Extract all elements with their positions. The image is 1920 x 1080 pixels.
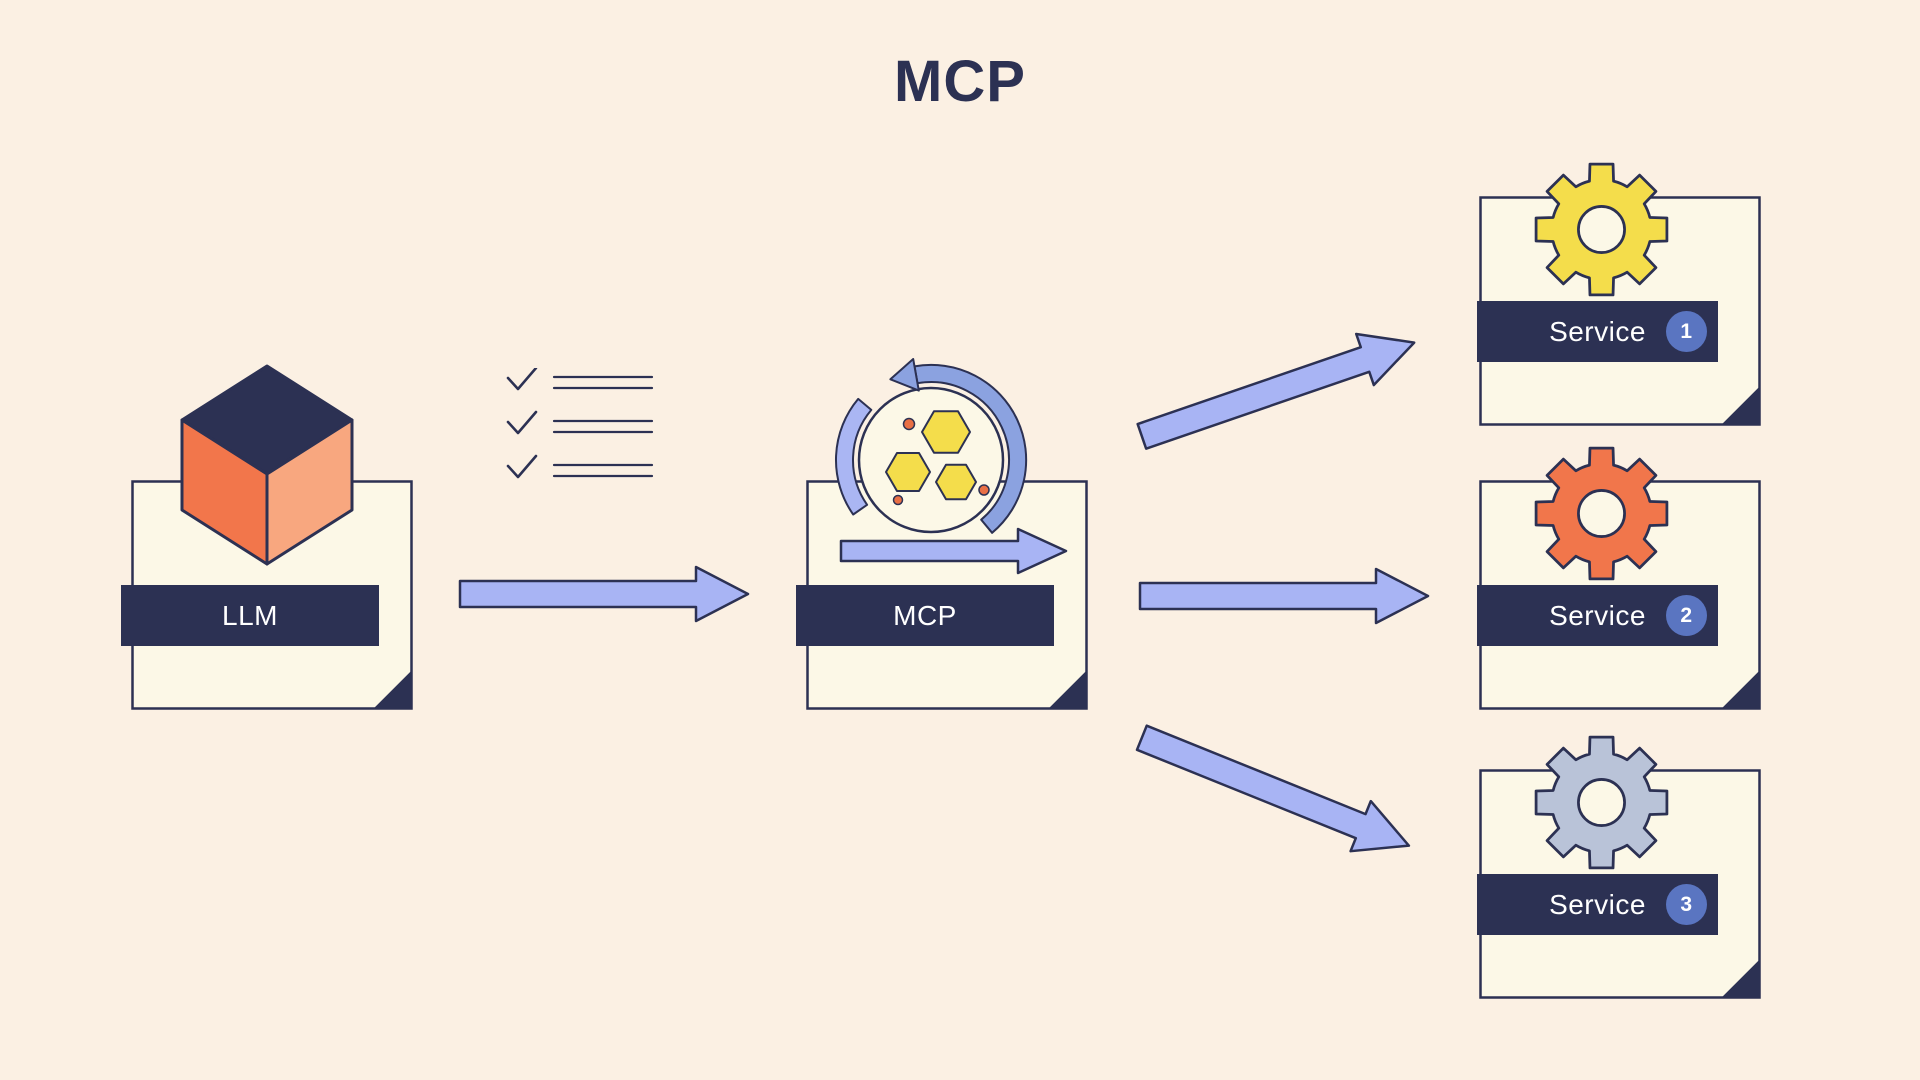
arrow-mcp-to-service-1 <box>1136 332 1416 450</box>
service-3-label: Service <box>1549 888 1646 920</box>
cycle-circle <box>857 386 1005 534</box>
service-3-badge: 3 <box>1666 884 1707 925</box>
service-3-banner: Service 3 <box>1477 874 1718 935</box>
service-2-badge: 2 <box>1666 595 1707 636</box>
mcp-banner: MCP <box>796 585 1054 646</box>
cycle-arc-light <box>835 397 873 516</box>
arrow-mcp-to-service-3 <box>1135 724 1411 853</box>
document-fold-corner <box>1720 669 1761 710</box>
service-1-badge: 1 <box>1666 311 1707 352</box>
gear-hole <box>1577 205 1626 254</box>
service-2-banner: Service 2 <box>1477 585 1718 646</box>
process-cycle-icon <box>835 358 1068 575</box>
document-fold-corner <box>1720 385 1761 426</box>
llm-label: LLM <box>222 599 278 631</box>
document-fold-corner <box>1047 669 1088 710</box>
service-1-label: Service <box>1549 315 1646 347</box>
dot <box>978 484 990 496</box>
cube-side-face <box>265 418 354 566</box>
gear-hole <box>1577 489 1626 538</box>
through-arrow <box>839 527 1068 575</box>
arrow-llm-to-mcp <box>458 565 750 623</box>
hexagon-module <box>921 410 971 454</box>
diagram-title: MCP <box>894 49 1026 114</box>
hexagon-module <box>885 452 931 492</box>
document-fold-corner <box>1720 958 1761 999</box>
hexagon-module <box>935 463 977 501</box>
service-2-label: Service <box>1549 599 1646 631</box>
service-2-gear-icon <box>1534 446 1669 581</box>
cycle-arrowhead <box>889 358 920 392</box>
gear-hole <box>1577 778 1626 827</box>
cube-icon <box>180 364 354 566</box>
arrow-mcp-to-service-2 <box>1138 567 1430 625</box>
service-1-gear-icon <box>1534 162 1669 297</box>
checklist-icon <box>506 368 654 479</box>
service-1-banner: Service 1 <box>1477 301 1718 362</box>
dot <box>902 417 916 431</box>
service-3-gear-icon <box>1534 735 1669 870</box>
document-fold-corner <box>372 669 413 710</box>
mcp-label: MCP <box>893 599 957 631</box>
llm-banner: LLM <box>121 585 379 646</box>
dot <box>892 494 904 506</box>
